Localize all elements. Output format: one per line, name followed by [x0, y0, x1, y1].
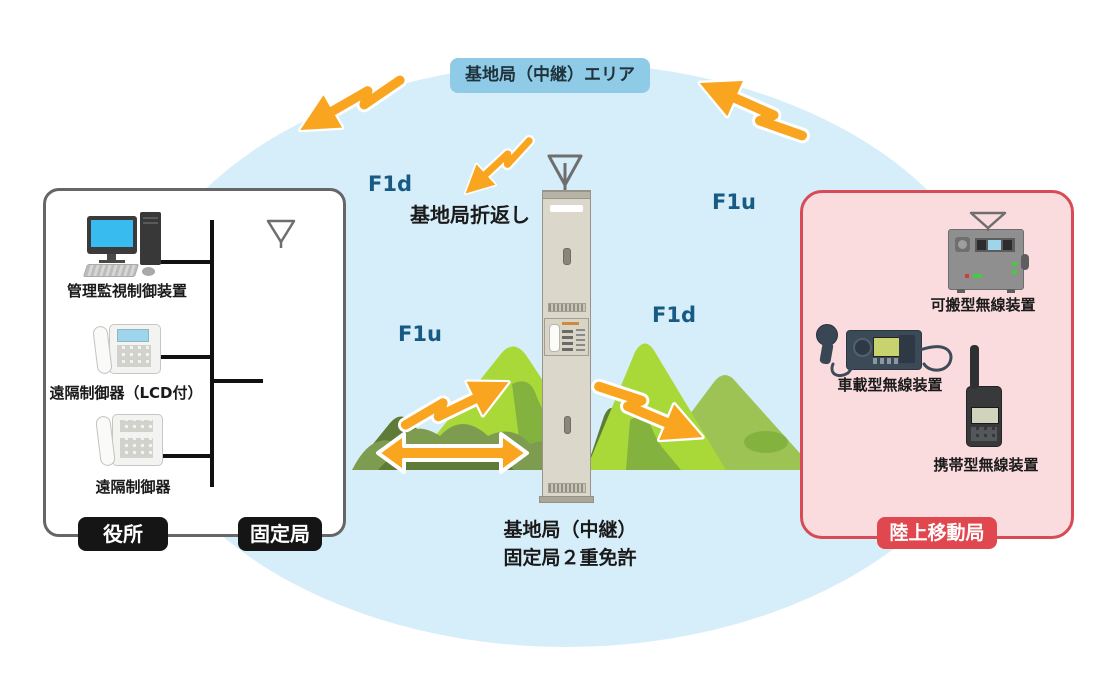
pc-tower-icon [140, 212, 161, 265]
base-station-cabinet-icon [542, 190, 591, 500]
freq-label-f1d-mid: F1d [652, 303, 696, 327]
area-badge: 基地局（中継）エリア [450, 58, 650, 93]
bus-branch [150, 260, 212, 264]
mobile-device-label: 可搬型無線装置 [930, 296, 1036, 314]
mouse-icon [142, 267, 155, 276]
phone-lcd-icon [92, 318, 161, 376]
handheld-radio-icon [966, 345, 1002, 447]
land-mobile-box [800, 190, 1074, 539]
loopback-note: 基地局折返し [410, 203, 530, 227]
fixed-station-badge: 固定局 [238, 517, 322, 551]
bus-branch [155, 355, 212, 359]
mobile-device-label: 携帯型無線装置 [933, 456, 1039, 474]
bus-line [210, 220, 214, 487]
vehicle-radio-icon [846, 330, 922, 370]
freq-label-f1d-top: F1d [368, 172, 412, 196]
bus-branch [158, 454, 212, 458]
base-station-caption: 基地局（中継） 固定局２重免許 [440, 516, 700, 572]
base-station-caption-line1: 基地局（中継） [503, 519, 637, 541]
office-device-label: 管理監視制御装置 [66, 282, 187, 300]
office-device-label: 遠隔制御器（LCD付） [49, 384, 203, 402]
phone-icon [95, 410, 163, 468]
land-mobile-badge: 陸上移動局 [877, 517, 997, 549]
freq-label-f1u-mid: F1u [398, 322, 442, 346]
office-device-label: 遠隔制御器 [95, 478, 171, 496]
portable-radio-icon [948, 229, 1029, 293]
computer-icon [82, 212, 165, 277]
cabinet-base [539, 496, 594, 503]
base-station-caption-line2: 固定局２重免許 [503, 547, 637, 569]
monitor-icon [87, 216, 137, 254]
bus-branch [212, 379, 263, 383]
keyboard-icon [82, 264, 140, 277]
freq-label-f1u-top: F1u [712, 190, 756, 214]
office-badge: 役所 [78, 517, 168, 551]
mobile-device-label: 車載型無線装置 [837, 376, 943, 394]
